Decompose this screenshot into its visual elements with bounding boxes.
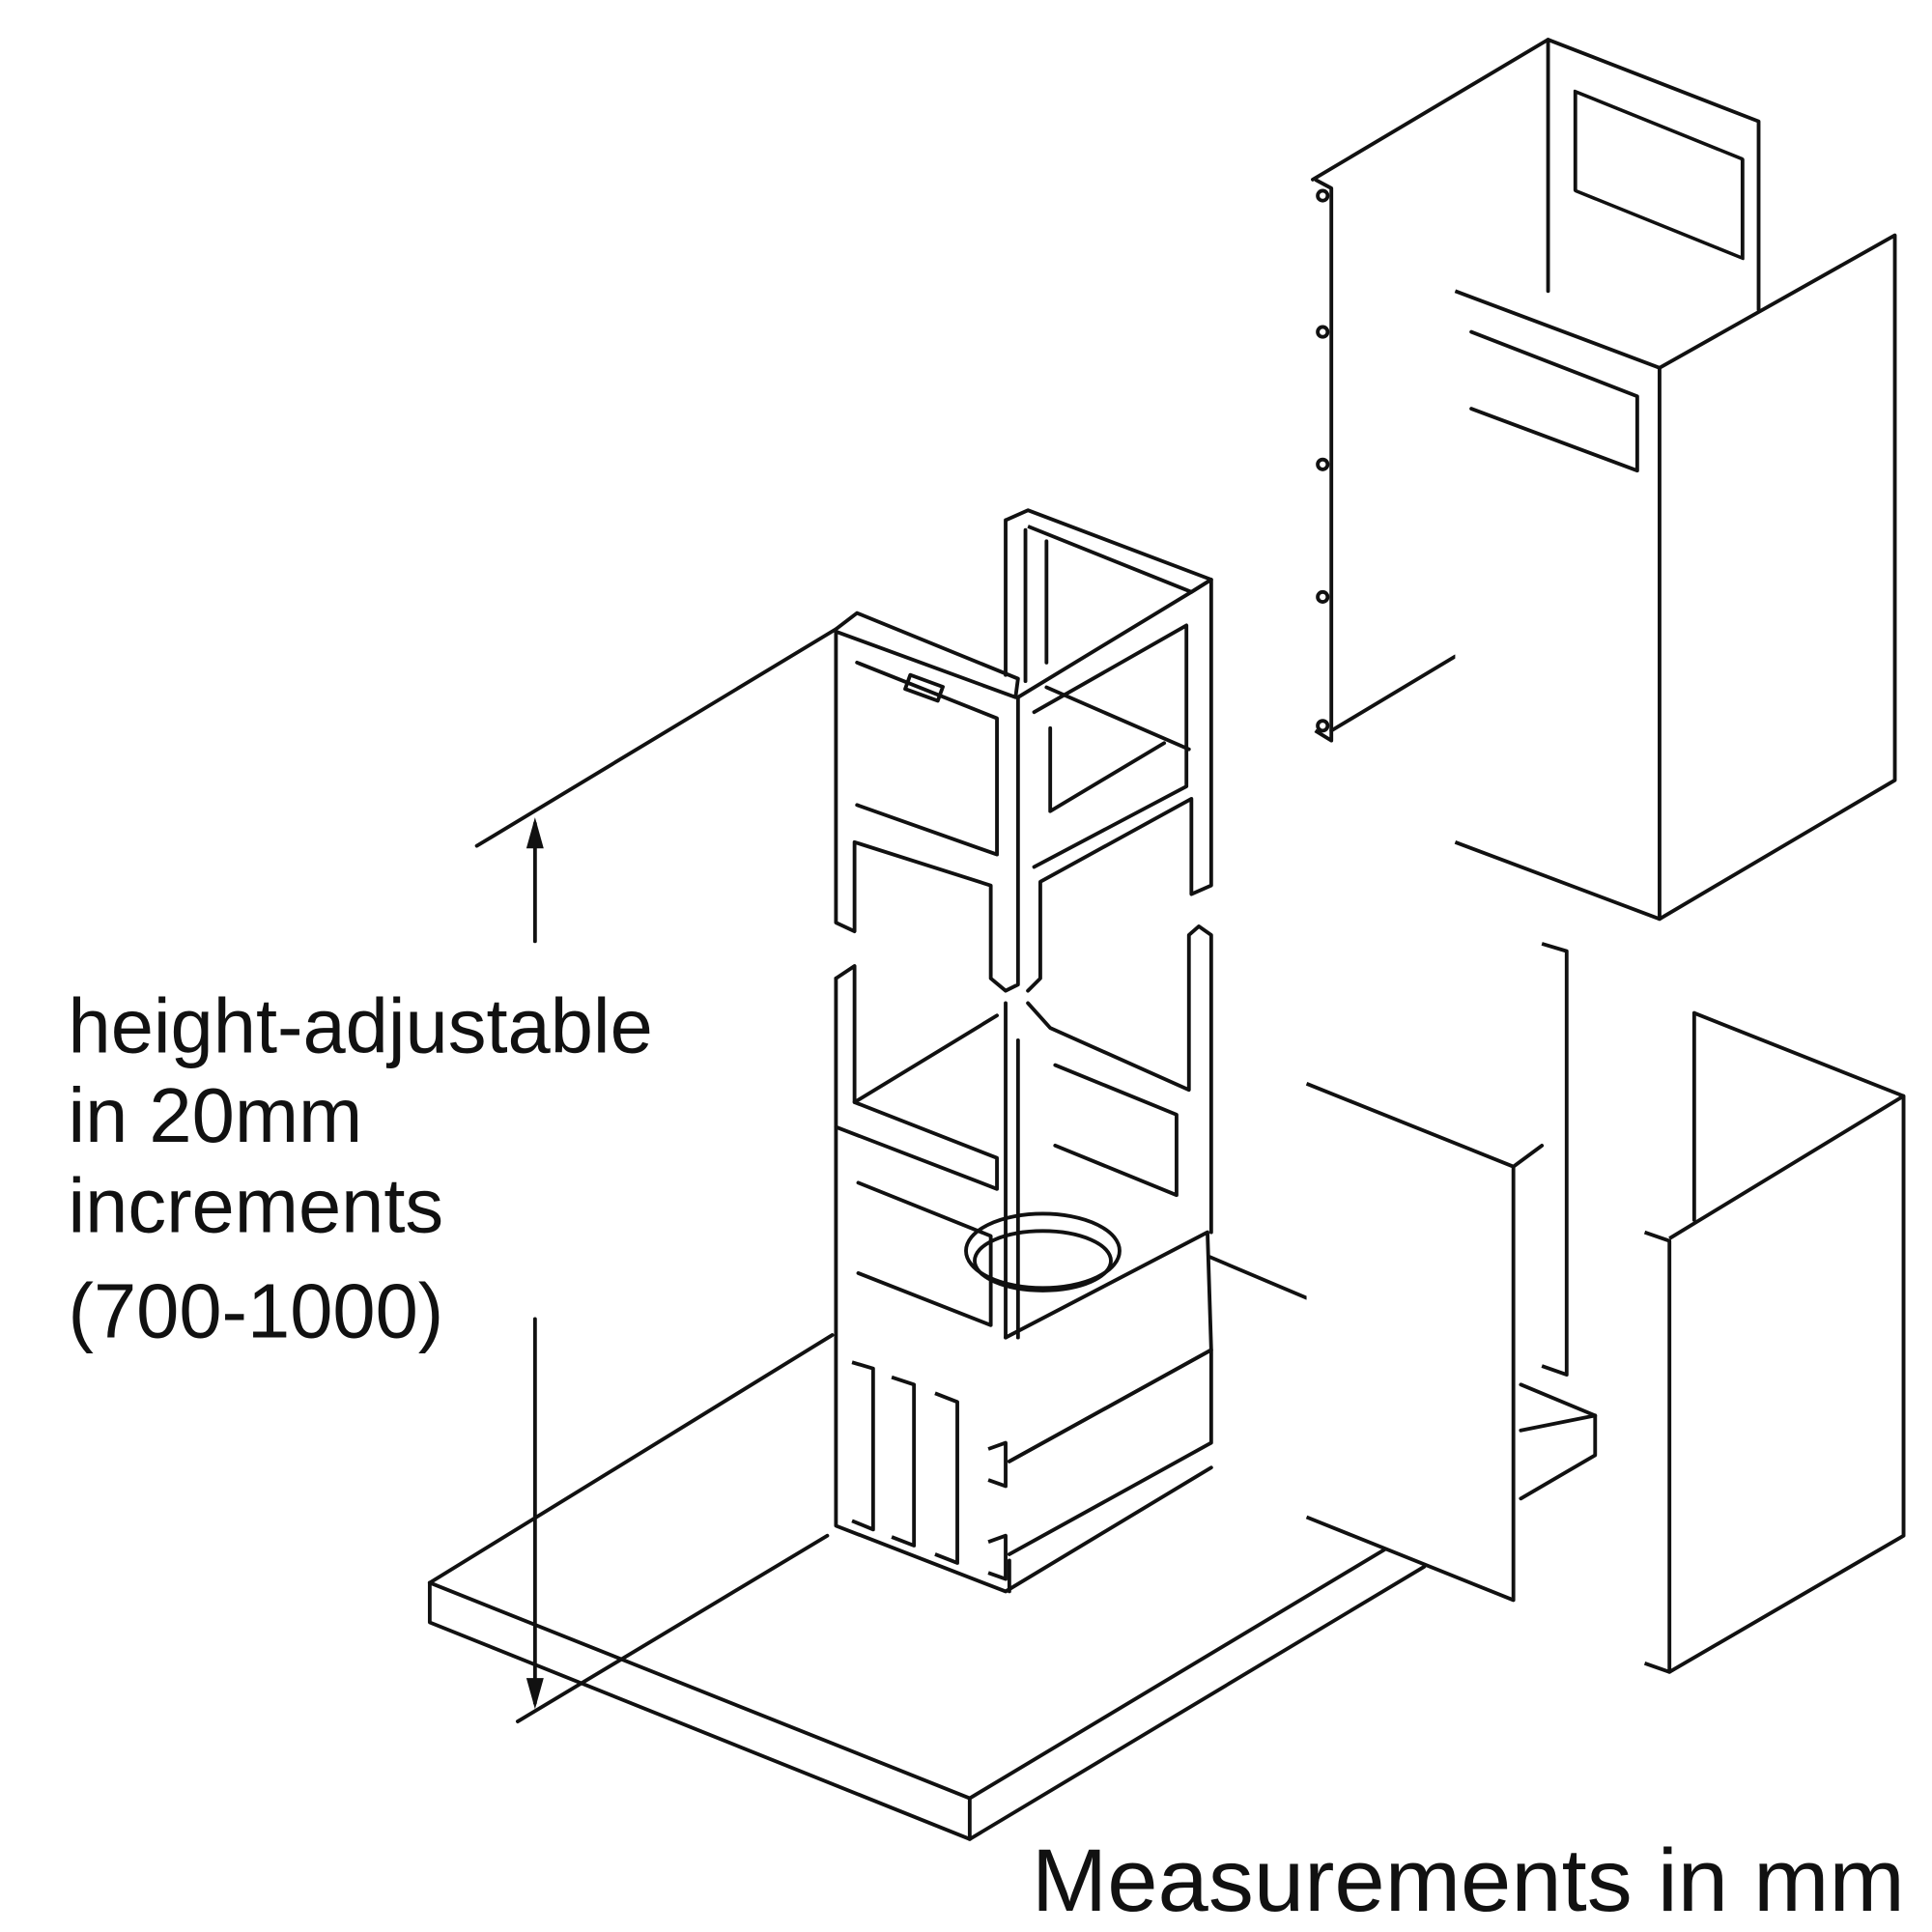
height-note-line-3: increments <box>69 1163 444 1249</box>
height-dimension <box>474 627 838 1723</box>
height-note-line-4: (700-1000) <box>69 1268 444 1354</box>
hood-canopy <box>427 1255 1598 1841</box>
upper-chimney <box>1311 38 1897 922</box>
height-note: height-adjustable in 20mm increments (70… <box>69 983 653 1354</box>
lower-chimney <box>1305 942 1906 1674</box>
measurements-note: Measurements in mm <box>1032 1830 1905 1930</box>
height-note-line-2: in 20mm <box>69 1072 363 1158</box>
height-note-line-1: height-adjustable <box>69 983 653 1069</box>
mounting-frame <box>834 508 1213 1594</box>
